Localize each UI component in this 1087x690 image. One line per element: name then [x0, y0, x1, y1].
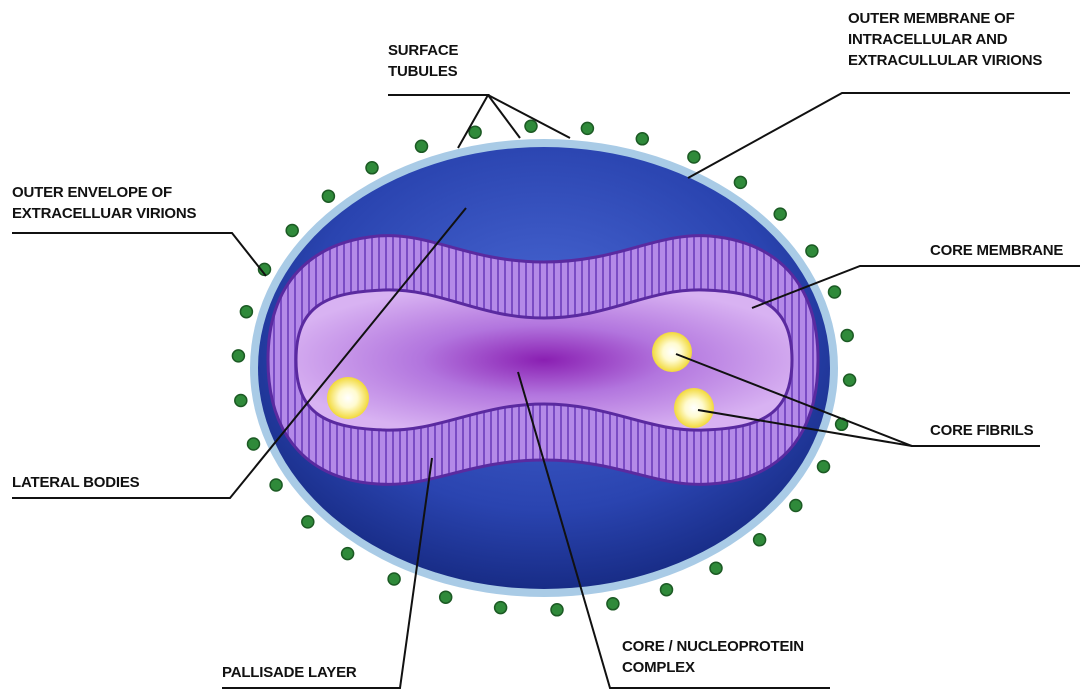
- surface-tubule: [322, 190, 334, 202]
- surface-tubule: [844, 374, 856, 386]
- surface-tubule: [342, 548, 354, 560]
- surface-tubule: [551, 604, 563, 616]
- surface-tubule: [790, 500, 802, 512]
- surface-tubule: [240, 306, 252, 318]
- surface-tubule: [774, 208, 786, 220]
- surface-tubule: [841, 330, 853, 342]
- leader-outer-envelope: [12, 233, 266, 276]
- surface-tubule: [607, 598, 619, 610]
- label-outer-envelope: OUTER ENVELOPE OF EXTRACELLUAR VIRIONS: [12, 182, 196, 224]
- surface-tubule: [388, 573, 400, 585]
- label-core-membrane: CORE MEMBRANE: [930, 240, 1063, 261]
- surface-tubule: [661, 584, 673, 596]
- surface-tubule: [286, 225, 298, 237]
- leader-surface-tubules: [388, 95, 488, 148]
- surface-tubule: [232, 350, 244, 362]
- surface-tubule: [710, 562, 722, 574]
- label-lateral-bodies: LATERAL BODIES: [12, 472, 139, 493]
- surface-tubule: [440, 591, 452, 603]
- core-fibril-dot-2: [674, 388, 714, 428]
- label-outer-membrane: OUTER MEMBRANE OF INTRACELLULAR AND EXTR…: [848, 8, 1042, 71]
- surface-tubule: [302, 516, 314, 528]
- core-fibril-dot-1: [652, 332, 692, 372]
- surface-tubule: [270, 479, 282, 491]
- surface-tubule: [235, 395, 247, 407]
- surface-tubule: [806, 245, 818, 257]
- surface-tubule: [754, 534, 766, 546]
- surface-tubule: [818, 461, 830, 473]
- surface-tubule: [581, 122, 593, 134]
- surface-tubule: [636, 133, 648, 145]
- label-surface-tubules: SURFACE TUBULES: [388, 40, 458, 82]
- surface-tubule: [469, 126, 481, 138]
- surface-tubule: [366, 162, 378, 174]
- surface-tubule: [248, 438, 260, 450]
- leader-outer-membrane: [688, 93, 1070, 178]
- surface-tubule: [688, 151, 700, 163]
- surface-tubule: [416, 140, 428, 152]
- surface-tubule: [525, 120, 537, 132]
- surface-tubule: [734, 176, 746, 188]
- surface-tubule: [829, 286, 841, 298]
- label-core-complex: CORE / NUCLEOPROTEIN COMPLEX: [622, 636, 804, 678]
- label-pallisade-layer: PALLISADE LAYER: [222, 662, 357, 683]
- lateral-body-left: [327, 377, 369, 419]
- label-core-fibrils: CORE FIBRILS: [930, 420, 1033, 441]
- leader-surface-tubules-2: [488, 95, 520, 138]
- surface-tubule: [495, 602, 507, 614]
